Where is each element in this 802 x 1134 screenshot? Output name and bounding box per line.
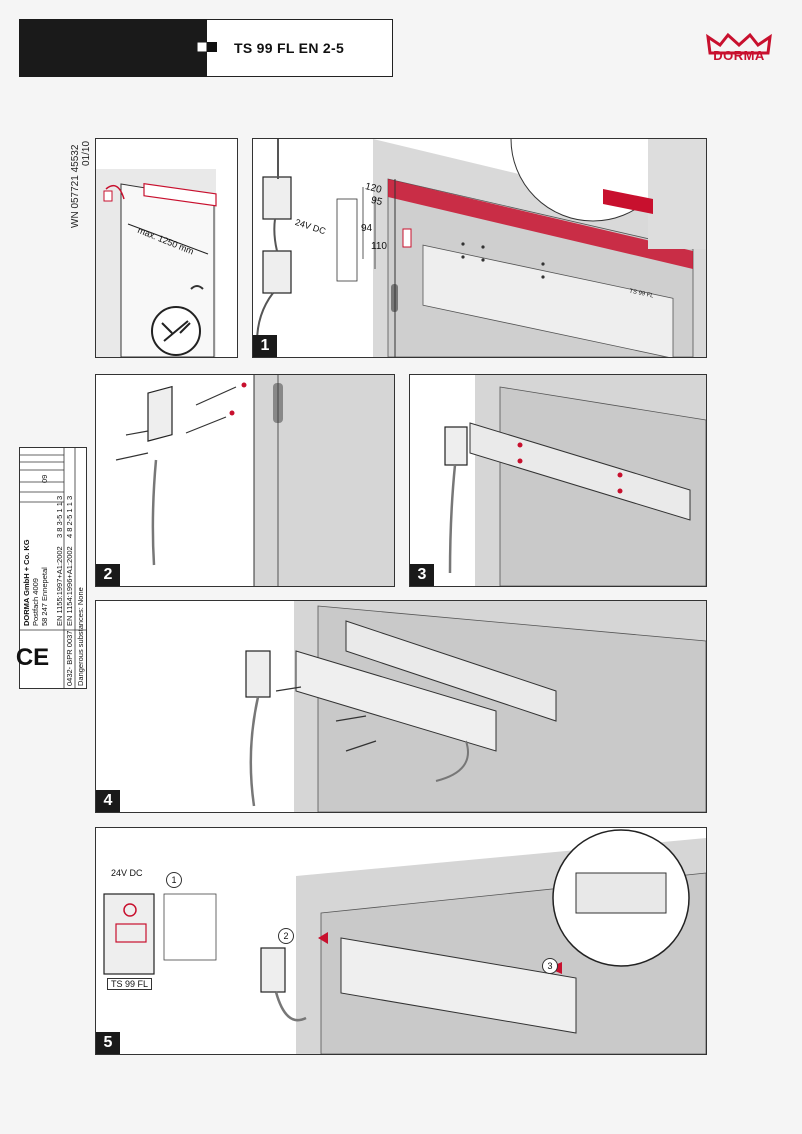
certificate-block: CE DORMA GmbH + Co. KG Postfach 4009 58 … bbox=[15, 447, 87, 689]
step-5-number: 5 bbox=[96, 1032, 120, 1054]
product-label-5: TS 99 FL bbox=[107, 978, 153, 990]
step-4-illustration bbox=[96, 601, 706, 812]
brand-logo-text: DORMA bbox=[713, 48, 765, 63]
doc-number: WN 057721 45532 bbox=[70, 144, 81, 228]
step-3-panel: 3 bbox=[409, 374, 707, 587]
step-3-illustration bbox=[410, 375, 706, 586]
dim-110: 110 bbox=[371, 241, 387, 252]
callout-2: 2 bbox=[278, 928, 294, 944]
dangerous-substances: Dangerous substances: None bbox=[76, 587, 85, 686]
step-4-panel: 4 bbox=[95, 600, 707, 813]
header-title-box bbox=[207, 19, 393, 77]
dorma-crown-icon bbox=[706, 32, 772, 55]
standard-1154: EN 1154:1996+A1:2002 bbox=[65, 546, 74, 626]
standard-1155: EN 1155:1997+A1:2002 bbox=[55, 546, 64, 626]
address-line1: Postfach 4009 bbox=[31, 578, 40, 626]
checker-icon bbox=[197, 42, 217, 52]
step-2-number: 2 bbox=[96, 564, 120, 586]
step-5-panel: 5 24V DC TS 99 FL 1 2 3 bbox=[95, 827, 707, 1055]
doc-date: 01/10 bbox=[81, 140, 92, 166]
callout-1: 1 bbox=[166, 872, 182, 888]
address-line2: 58 247 Ennepetal bbox=[40, 567, 49, 626]
document-title: TS 99 FL EN 2-5 bbox=[234, 40, 345, 56]
class-row-2: 3 8 3-5 1 1 3 bbox=[55, 495, 64, 538]
door-overview-illustration bbox=[96, 139, 237, 357]
notified-body: 0432- BPR 0037 bbox=[65, 630, 74, 686]
header-black-block bbox=[19, 19, 207, 77]
step-4-number: 4 bbox=[96, 790, 120, 812]
callout-3: 3 bbox=[542, 958, 558, 974]
step-3-number: 3 bbox=[410, 564, 434, 586]
company-name: DORMA GmbH + Co. KG bbox=[22, 539, 31, 626]
step-2-illustration bbox=[96, 375, 394, 586]
document-code: WN 057721 45532 01/10 bbox=[70, 141, 92, 228]
step-2-panel: 2 bbox=[95, 374, 395, 587]
step-5-illustration bbox=[96, 828, 706, 1054]
ce-mark: CE bbox=[15, 643, 50, 671]
cert-year: 09 bbox=[40, 474, 49, 483]
step-1-number: 1 bbox=[253, 335, 277, 357]
voltage-label-5: 24V DC bbox=[111, 868, 143, 878]
dim-94: 94 bbox=[361, 223, 373, 234]
step-1-illustration bbox=[253, 139, 706, 357]
door-overview-panel: max. 1250 mm bbox=[95, 138, 238, 358]
step-1-panel: 1 24V DC 120 95 94 110 TS 99 FL bbox=[252, 138, 707, 358]
class-row-1: 4 8 2-5 1 1 3 bbox=[65, 495, 74, 538]
